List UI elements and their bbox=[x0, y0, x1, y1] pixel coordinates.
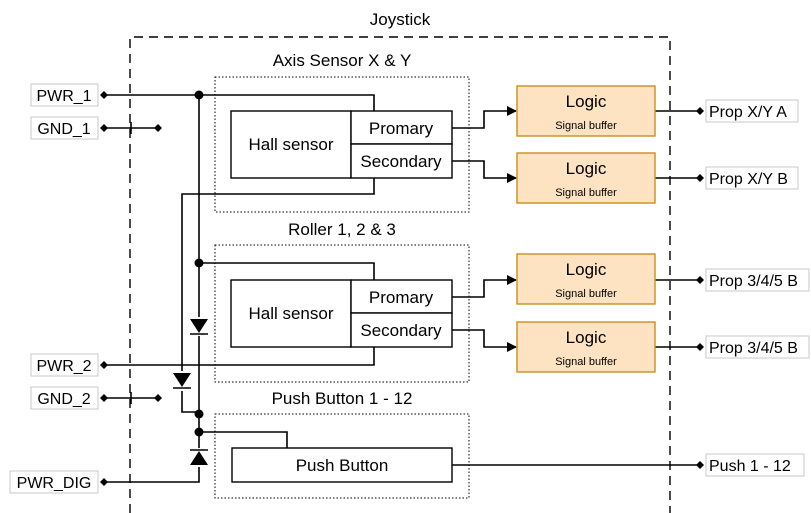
roller-group-frame bbox=[214, 244, 470, 383]
axis-secondary-label: Secondary bbox=[360, 152, 442, 171]
out3-label: Prop 3/4/5 B bbox=[709, 273, 798, 290]
roller-secondary-wire bbox=[452, 329, 517, 352]
pwr1-terminal-icon bbox=[100, 91, 108, 99]
gnd2-terminal-icon bbox=[100, 394, 108, 402]
out2-terminal-icon bbox=[696, 174, 704, 182]
roller-primary-wire bbox=[452, 275, 517, 298]
push-group-title: Push Button 1 - 12 bbox=[272, 389, 413, 408]
logic-title: Logic bbox=[566, 159, 607, 178]
out1-label: Prop X/Y A bbox=[709, 104, 787, 121]
pwr2-terminal-icon bbox=[100, 361, 108, 369]
logic-block: Logic Signal buffer bbox=[516, 321, 656, 373]
roller-secondary-box bbox=[350, 312, 453, 348]
axis-group-title: Axis Sensor X & Y bbox=[273, 51, 412, 70]
out4-port-box bbox=[705, 335, 810, 359]
out5-label: Push 1 - 12 bbox=[709, 458, 791, 475]
axis-hall-label: Hall sensor bbox=[248, 135, 333, 154]
push-button-box bbox=[231, 447, 453, 483]
junction-dot bbox=[194, 258, 204, 268]
gnd1-label: GND_1 bbox=[37, 121, 90, 138]
gnd2-port-box bbox=[30, 386, 99, 410]
out3-terminal-icon bbox=[696, 276, 704, 284]
axis-return-lower-wire bbox=[181, 391, 199, 413]
joystick-enclosure bbox=[129, 36, 671, 513]
roller-primary-box bbox=[350, 279, 453, 314]
axis-hall-sensor-box bbox=[230, 110, 352, 179]
logic-title: Logic bbox=[566, 92, 607, 111]
logic-block: Logic Signal buffer bbox=[516, 85, 656, 137]
out1-port-box bbox=[705, 99, 799, 123]
pwr2-label: PWR_2 bbox=[36, 358, 91, 375]
pwrdig-port-box bbox=[9, 470, 99, 494]
gnd1-port-box bbox=[30, 116, 99, 140]
logic-subtitle: Signal buffer bbox=[555, 187, 617, 199]
axis-secondary-wire bbox=[452, 160, 517, 183]
pwr2-wire bbox=[104, 347, 375, 366]
roller-power-wire bbox=[199, 262, 375, 280]
gnd1-end-terminal-icon bbox=[154, 124, 162, 132]
pwr1-label: PWR_1 bbox=[36, 88, 91, 105]
roller-hall-sensor-box bbox=[230, 279, 352, 348]
pwr2-port-box bbox=[30, 353, 99, 377]
gnd1-terminal-icon bbox=[100, 124, 108, 132]
pwr1-wire bbox=[104, 94, 375, 111]
roller-group-title: Roller 1, 2 & 3 bbox=[288, 220, 396, 239]
roller-secondary-label: Secondary bbox=[360, 321, 442, 340]
logic-subtitle: Signal buffer bbox=[555, 120, 617, 132]
gnd2-label: GND_2 bbox=[37, 391, 90, 408]
pwrdig-terminal-icon bbox=[100, 478, 108, 486]
out3-port-box bbox=[705, 268, 810, 292]
terminal-diamonds bbox=[100, 91, 704, 486]
pwrdig-label: PWR_DIG bbox=[17, 475, 92, 492]
axis-return-wire bbox=[181, 178, 375, 371]
gnd2-end-terminal-icon bbox=[154, 394, 162, 402]
axis-group-frame bbox=[214, 76, 470, 213]
out1-terminal-icon bbox=[696, 107, 704, 115]
out4-label: Prop 3/4/5 B bbox=[709, 340, 798, 357]
junction-dot bbox=[194, 409, 204, 419]
out2-port-box bbox=[705, 166, 799, 190]
logic-block: Logic Signal buffer bbox=[516, 253, 656, 305]
axis-secondary-box bbox=[350, 143, 453, 179]
logic-title: Logic bbox=[566, 328, 607, 347]
logic-subtitle: Signal buffer bbox=[555, 356, 617, 368]
joystick-title: Joystick bbox=[370, 10, 431, 29]
junction-dot bbox=[194, 427, 204, 437]
diode-icon bbox=[173, 373, 191, 389]
push-power-wire bbox=[199, 431, 288, 448]
pwrdig-wire bbox=[104, 467, 200, 483]
out5-terminal-icon bbox=[696, 461, 704, 469]
axis-primary-label: Promary bbox=[369, 119, 434, 138]
axis-primary-wire bbox=[452, 106, 517, 129]
axis-primary-box bbox=[350, 110, 453, 145]
out4-terminal-icon bbox=[696, 343, 704, 351]
push-group-frame bbox=[214, 413, 470, 499]
out5-port-box bbox=[705, 453, 805, 477]
diode-icon bbox=[190, 449, 208, 465]
diode-icon bbox=[190, 319, 208, 335]
roller-hall-label: Hall sensor bbox=[248, 304, 333, 323]
logic-subtitle: Signal buffer bbox=[555, 288, 617, 300]
push-button-label: Push Button bbox=[296, 456, 389, 475]
junction-dot bbox=[194, 90, 204, 100]
logic-title: Logic bbox=[566, 260, 607, 279]
logic-block: Logic Signal buffer bbox=[516, 152, 656, 204]
out2-label: Prop X/Y B bbox=[709, 171, 788, 188]
pwr1-port-box bbox=[30, 83, 99, 107]
roller-primary-label: Promary bbox=[369, 288, 434, 307]
